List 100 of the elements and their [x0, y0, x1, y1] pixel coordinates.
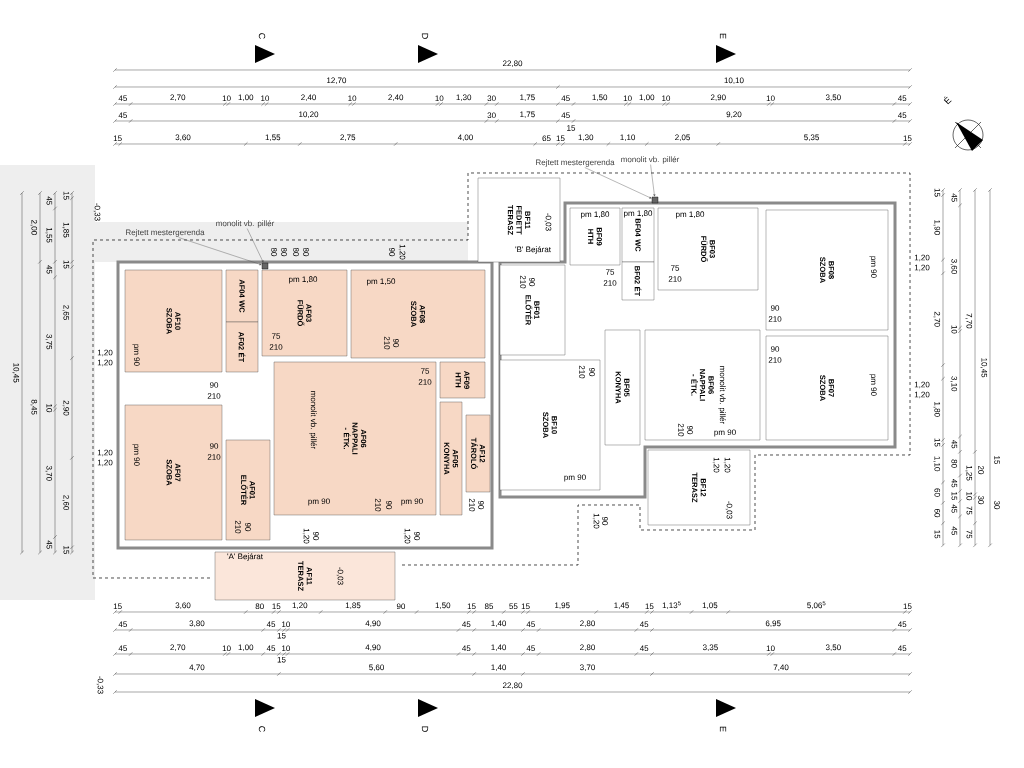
dimension-text: 30 [994, 500, 1000, 510]
dimension-text: 1,75 [520, 94, 535, 102]
dimension-text: 4,70 [189, 664, 205, 672]
dimension-text: 2,00 [30, 220, 38, 235]
note: monolit vb. pillér [621, 156, 680, 164]
door-dimension: 90 [529, 277, 535, 287]
dimension-text: 10,45 [980, 358, 988, 378]
dimension-text: 45 [46, 265, 53, 274]
dimension-text: 45 [561, 112, 570, 119]
dimension-text: 10,10 [724, 77, 744, 85]
window-dimension: 90 [414, 531, 420, 541]
dimension-text: 10 [766, 95, 775, 102]
dimension-text: 10 [951, 325, 958, 334]
dimension-text: 1,00 [238, 644, 254, 652]
dimension-text: 2,05 [675, 134, 690, 142]
window-dimension: 1,20 [97, 349, 113, 357]
dimension-text: 7,70 [965, 313, 973, 329]
dimension-text: 45 [639, 621, 649, 628]
dimension-text: 1,55 [45, 227, 53, 243]
floor-note: pm 90 [564, 474, 586, 482]
dimension-text: 15 [994, 456, 1000, 465]
floor-note: pm 1,80 [289, 276, 318, 284]
window-dimension: 1,20 [592, 513, 600, 529]
dimension-text: 15 [934, 438, 941, 447]
floor-note: pm 1,80 [624, 210, 653, 218]
dimension-text: 45 [897, 621, 907, 628]
dimension-text: 2,80 [580, 620, 595, 628]
dimension-text: 1,85 [62, 222, 70, 238]
dimension-text: 45 [46, 540, 53, 549]
dimension-text: 2,70 [170, 644, 186, 652]
note: monolit vb. pillér [309, 391, 317, 450]
dimension-text: 8,45 [30, 399, 38, 415]
dimension-text: 45 [897, 645, 907, 652]
floor-note: pm 90 [869, 256, 877, 278]
section-letter: C [258, 726, 266, 732]
door-dimension: 210 [520, 275, 526, 289]
dimension-text: 45 [118, 645, 127, 652]
dimension-text: 1,40 [491, 664, 507, 672]
dimension-text: 80 [281, 247, 287, 257]
dimension-text: 45 [118, 621, 127, 628]
dimension-text: 1,25 [965, 465, 973, 481]
dimension-text: 1,50 [592, 94, 608, 102]
section-letter: D [421, 726, 429, 732]
dimension-text: 90 [396, 603, 406, 610]
floor-note: pm 1,50 [367, 278, 396, 286]
dimension-text: 4,90 [365, 644, 381, 652]
dimension-text: 3,60 [950, 259, 958, 274]
dimension-text: 4,00 [457, 134, 473, 142]
window-dimension: 1,20 [914, 254, 930, 262]
dimension-text: 85 [484, 603, 494, 610]
dimension-text: 45 [526, 621, 535, 628]
dimension-text: 2,40 [301, 94, 316, 102]
door-dimension: 210 [207, 393, 221, 399]
dimension-text: 2,80 [580, 644, 595, 652]
dimension-text: 80 [271, 247, 277, 257]
level-mark: -0,03 [544, 213, 552, 231]
dimension-text: 15 [467, 603, 476, 610]
dimension-text: 1,50 [435, 602, 451, 610]
door-dimension: 210 [768, 316, 782, 322]
pillar [651, 196, 659, 204]
door-dimension: 90 [393, 338, 399, 348]
door-dimension: 75 [271, 333, 281, 339]
dimension-text: 10,20 [299, 111, 319, 119]
door-dimension: 75 [670, 265, 680, 271]
dimension-text: 1,80 [933, 402, 941, 417]
dimension-text: 2,75 [340, 134, 356, 142]
window-dimension: 90 [602, 516, 608, 526]
dimension-text: 10 [623, 95, 632, 102]
dimension-text: 3,70 [580, 664, 595, 672]
dimension-text: 10 [966, 492, 973, 501]
dimension-text: 1,20 [398, 244, 406, 260]
floor-note: pm 90 [132, 344, 140, 366]
dimension-text: 80 [293, 247, 299, 257]
door-dimension: 210 [269, 344, 283, 350]
dimension-text: 3,60 [175, 602, 191, 610]
door-dimension: 90 [209, 382, 219, 388]
dimension-text: 15 [277, 632, 286, 639]
pillar [261, 262, 269, 270]
dimension-text: 6,95 [765, 620, 781, 628]
dimension-text: 45 [897, 95, 907, 102]
note: monolit vb. pillér [216, 220, 275, 228]
dimension-text: 3,80 [189, 620, 205, 628]
entrance-note: 'B' Bejárat [515, 246, 551, 254]
floor-note: pm 1,80 [676, 211, 705, 219]
leader-line [650, 164, 656, 197]
level-mark: -0,33 [96, 676, 104, 694]
dimension-text: 1,10 [620, 134, 636, 142]
dimension-text: 3,60 [175, 134, 191, 142]
dimension-text: 15 [934, 188, 941, 197]
door-dimension: 90 [245, 522, 251, 532]
dimension-text: 10 [662, 95, 671, 102]
dimension-text: 10 [766, 645, 775, 652]
door-dimension: 75 [605, 269, 615, 275]
note: Rejtett mestergerenda [126, 229, 205, 237]
leader-line [584, 167, 652, 199]
dimension-text: 10 [222, 645, 231, 652]
dimension-text: 45 [266, 621, 276, 628]
dimension-text: 60 [934, 508, 941, 518]
dimension-text: 1,30 [456, 94, 472, 102]
window-dimension: 1,20 [97, 459, 113, 467]
